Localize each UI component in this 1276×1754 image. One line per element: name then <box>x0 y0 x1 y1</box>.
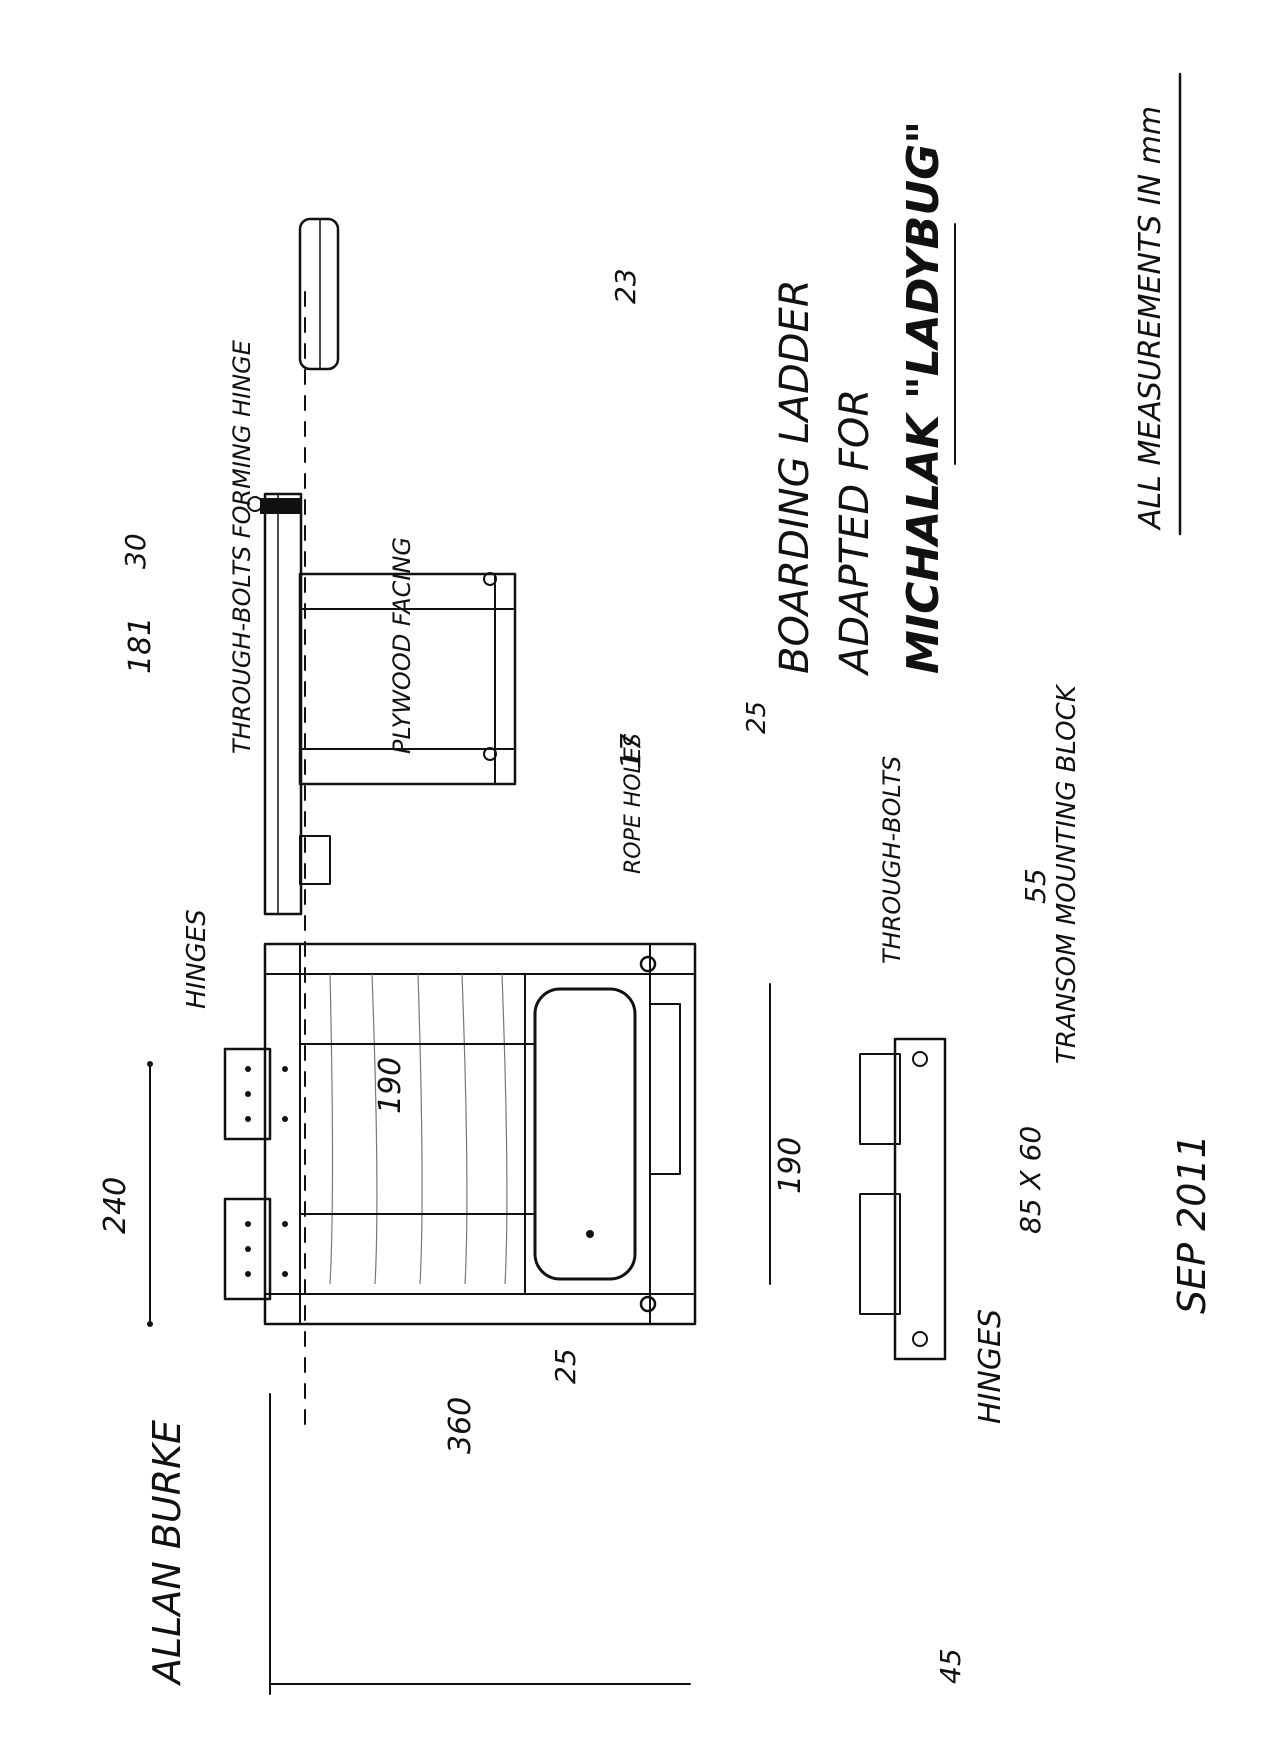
hinge-screws <box>245 1066 288 1277</box>
label-through-bolts-hinge: THROUGH-BOLTS FORMING HINGE <box>228 339 256 754</box>
ladder-plywood-grain <box>329 973 508 1285</box>
ladder-side-profile <box>263 492 303 916</box>
ladder-outline <box>263 942 697 1326</box>
ladder-side-view <box>247 492 331 916</box>
rope-hole-right <box>639 955 657 973</box>
label-hinge-size: 85 X 60 <box>1014 1126 1047 1234</box>
label-rope-holes: ROPE HOLES <box>621 733 646 874</box>
dimension-23: 23 <box>609 268 642 304</box>
transom-hinge-upper <box>859 1053 901 1145</box>
ladder-top-section <box>298 572 517 786</box>
label-transom-block: TRANSOM MOUNTING BLOCK <box>1052 683 1082 1064</box>
ladder-foot-side <box>299 835 331 885</box>
transom-hinge-lower <box>859 1193 901 1315</box>
label-hinges-bottom: HINGES <box>973 1309 1008 1424</box>
transom-bolt-right <box>912 1051 928 1067</box>
side-bolt <box>260 498 300 514</box>
dimension-30: 30 <box>119 533 152 569</box>
dimension-45: 45 <box>934 1648 967 1684</box>
dimension-17: 17 <box>614 733 647 769</box>
svg-text:190: 190 <box>373 1057 408 1114</box>
drawing-date: SEP 2011 <box>1170 1134 1214 1314</box>
dimension-55: 55 <box>1019 868 1052 904</box>
svg-text:360: 360 <box>443 1397 478 1454</box>
title-line2: ADAPTED FOR <box>832 389 878 677</box>
ladder-plan-view <box>223 942 697 1326</box>
ladder-step-cutout <box>533 987 637 1281</box>
transom-view <box>859 1037 947 1361</box>
top-section-outline <box>298 572 517 786</box>
ladder-right-profile <box>298 217 340 371</box>
svg-text:190: 190 <box>773 1137 808 1194</box>
ladder-foot-plate <box>649 1003 681 1175</box>
rotated-drawing: BOARDING LADDER ADAPTED FOR MICHALAK "LA… <box>98 72 1214 1695</box>
dimension-190-top: 190 <box>299 1043 536 1215</box>
rope-center-point <box>586 1230 594 1238</box>
dimension-190-mid: 190 <box>769 983 808 1285</box>
rope-hole-left <box>639 1295 657 1313</box>
title-line3: MICHALAK "LADYBUG" <box>898 121 949 674</box>
title-line1: BOARDING LADDER <box>772 279 818 674</box>
dimension-240: 240 <box>98 1061 153 1327</box>
author-name: ALLAN BURKE <box>145 1420 189 1687</box>
label-through-bolts: THROUGH-BOLTS <box>878 756 906 964</box>
label-hinges-top: HINGES <box>182 909 212 1009</box>
dimension-360: 360 <box>269 1393 691 1695</box>
transom-block <box>893 1037 947 1361</box>
right-profile-outline <box>298 217 340 371</box>
dimension-181: 181 <box>123 617 158 674</box>
transom-bolt-left <box>912 1331 928 1347</box>
dimension-25-side: 25 <box>742 701 772 734</box>
hinge-plate-lower <box>223 1197 272 1301</box>
measurement-note: ALL MEASUREMENTS IN mm <box>1133 106 1168 531</box>
label-plywood-facing: PLYWOOD FACING <box>388 537 416 754</box>
hinge-plate-upper <box>223 1047 272 1141</box>
dimension-25-bottom: 25 <box>549 1348 582 1384</box>
svg-text:240: 240 <box>98 1177 133 1234</box>
